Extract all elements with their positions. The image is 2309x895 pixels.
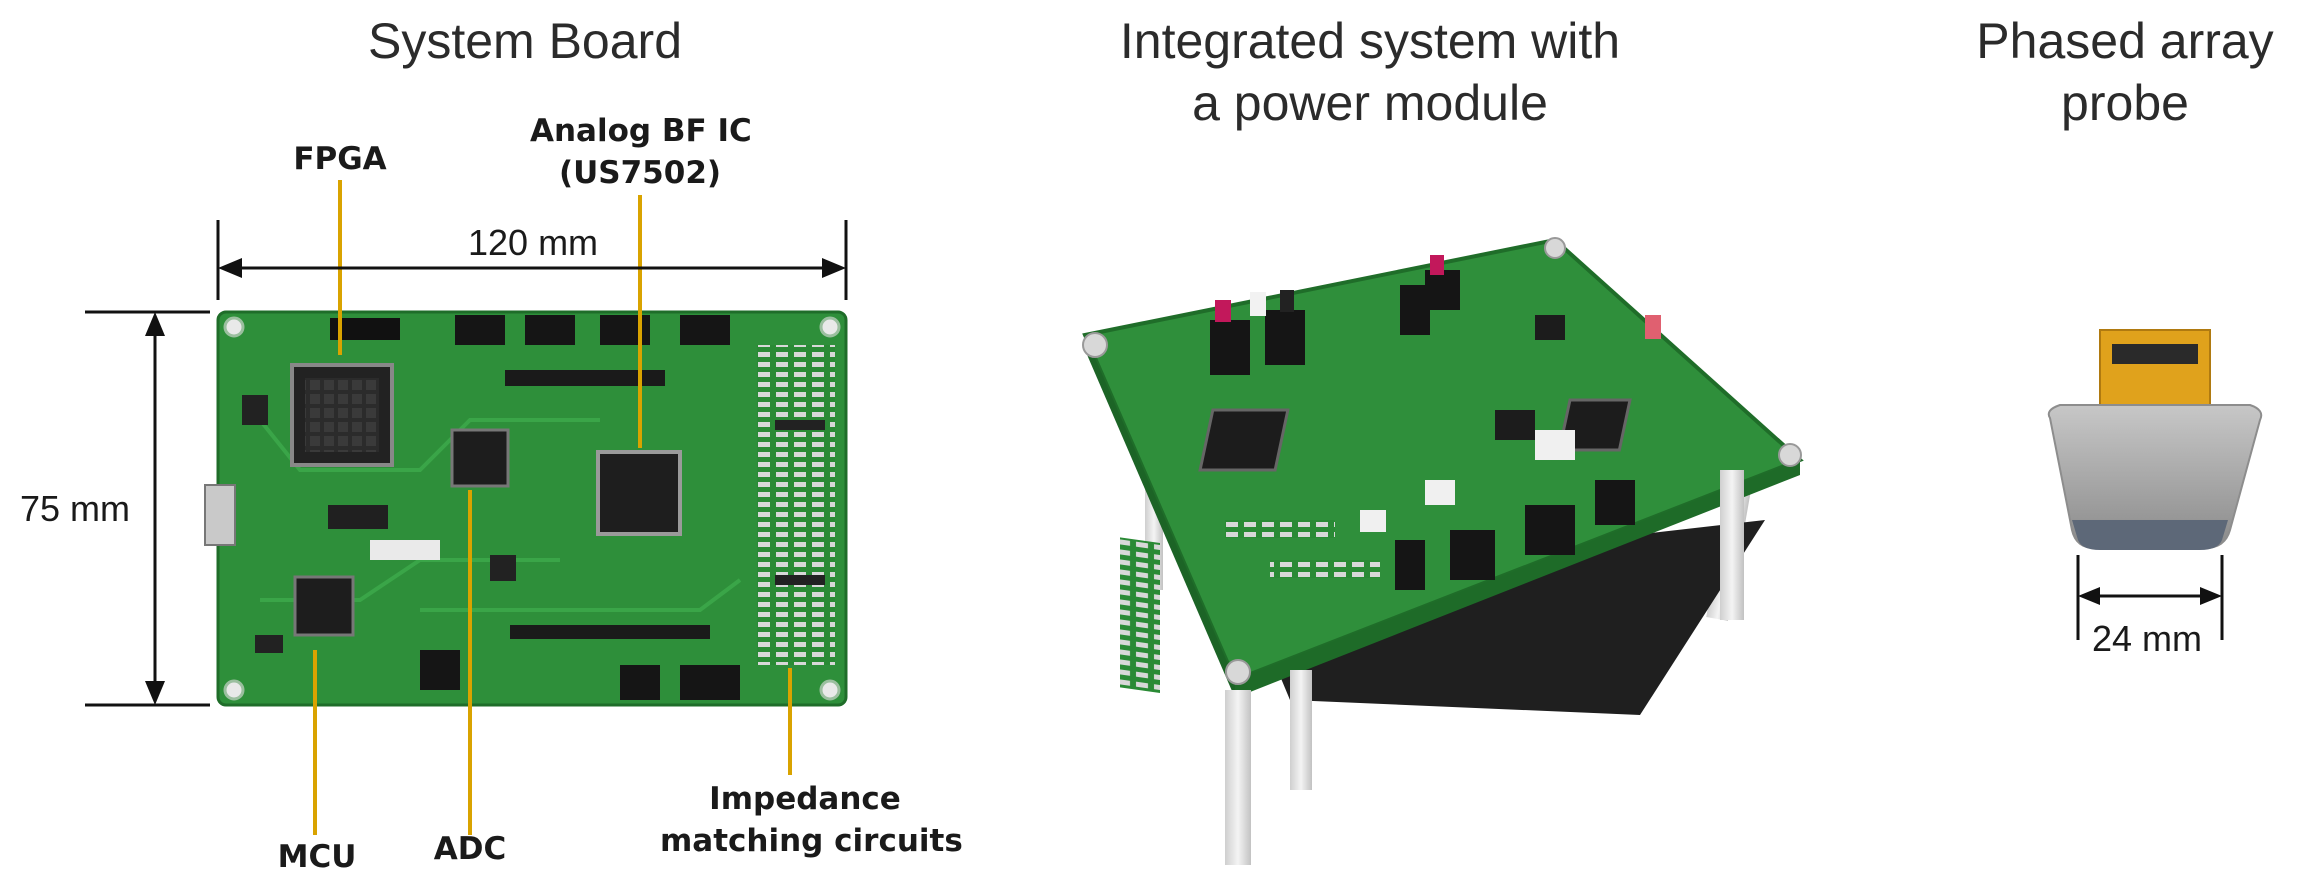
integrated-system-title-line1: Integrated system with [1119, 13, 1621, 69]
phased-array-probe-photo [2047, 329, 2263, 550]
probe-dimension-lines [2076, 555, 2224, 640]
impedance-label-line1: Impedance [709, 781, 901, 817]
system-board-photo [204, 310, 848, 707]
analog-bf-label-line2: (US7502) [558, 155, 722, 191]
fpga-label: FPGA [293, 141, 387, 177]
impedance-matching-label: Impedance matching circuits [660, 778, 963, 862]
probe-title: Phased array probe [1960, 10, 2290, 134]
impedance-matching-area [757, 345, 835, 665]
probe-width-dimension: 24 mm [2092, 618, 2203, 660]
mcu-chip [293, 575, 355, 637]
integrated-system-title-line2: a power module [1192, 75, 1548, 131]
adc-label: ADC [433, 831, 507, 867]
mcu-label: MCU [277, 839, 357, 875]
probe-title-line2: probe [2061, 75, 2189, 131]
probe-title-line1: Phased array [1976, 13, 2274, 69]
analog-bf-label-line1: Analog BF IC [530, 113, 752, 149]
system-board-title: System Board [367, 13, 682, 69]
adc-chip [450, 428, 510, 488]
integrated-system-title: Integrated system with a power module [1080, 10, 1660, 134]
board-width-dimension: 120 mm [468, 222, 599, 264]
board-dimension-lines [85, 220, 848, 707]
analog-bf-chip [596, 450, 682, 536]
integrated-system-photo [1082, 237, 1804, 865]
board-height-dimension: 75 mm [20, 488, 131, 529]
impedance-label-line2: matching circuits [660, 823, 963, 859]
probe-flex-cable [2099, 329, 2211, 411]
analog-bf-label: Analog BF IC (US7502) [530, 110, 752, 194]
